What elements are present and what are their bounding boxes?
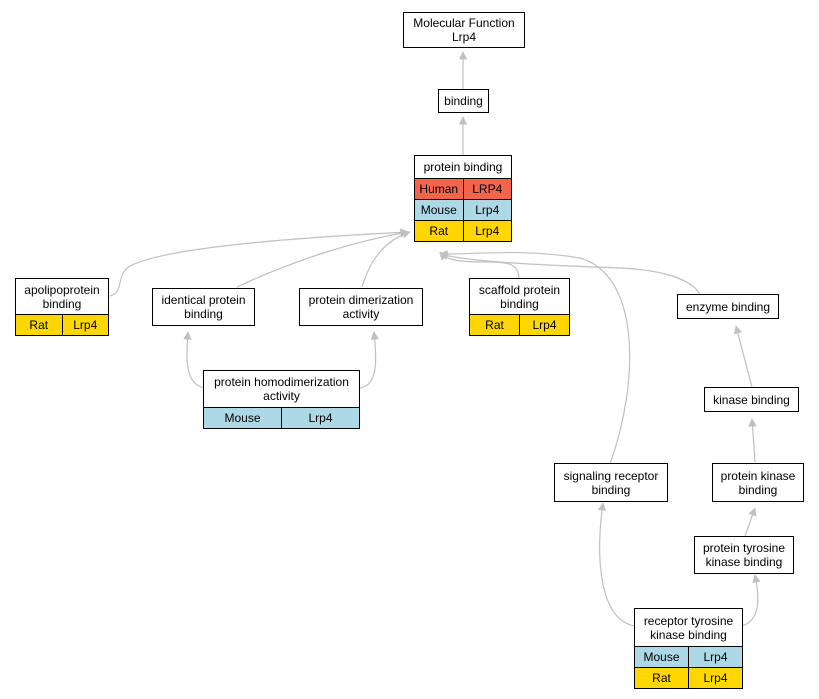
species-name: Mouse: [643, 650, 680, 664]
species-row-rat: Rat Lrp4: [635, 667, 742, 688]
edge-apolipoprotein-to-protein-binding: [109, 228, 409, 297]
edge-rtk-to-signaling: [597, 502, 636, 627]
gene-name: Lrp4: [61, 315, 109, 335]
node-label: binding: [444, 94, 483, 108]
node-protein-tyrosine-kinase-binding[interactable]: protein tyrosine kinase binding: [694, 536, 794, 574]
node-label: apolipoprotein binding: [24, 282, 100, 311]
species-name: Mouse: [224, 411, 261, 425]
node-label: protein tyrosine kinase binding: [702, 541, 786, 569]
node-signaling-receptor-binding[interactable]: signaling receptor binding: [554, 463, 668, 502]
species-name: Human: [419, 182, 459, 196]
node-apolipoprotein-binding[interactable]: apolipoprotein binding Rat Lrp4: [15, 278, 109, 336]
node-scaffold-protein-binding[interactable]: scaffold protein binding Rat Lrp4: [469, 278, 570, 336]
species-row-mouse: Mouse Lrp4: [635, 646, 742, 667]
node-label: Molecular Function Lrp4: [413, 16, 515, 44]
edge-homodimerization-to-identical: [183, 331, 206, 389]
gene-name: LRP4: [462, 179, 512, 199]
species-row-rat: Rat Lrp4: [16, 314, 108, 335]
node-receptor-tyrosine-kinase-binding[interactable]: receptor tyrosine kinase binding Mouse L…: [634, 608, 743, 689]
gene-name: Lrp4: [688, 668, 742, 688]
edge-identical-to-protein-binding: [236, 229, 409, 288]
node-label: protein dimerization activity: [308, 293, 414, 321]
node-label: protein kinase binding: [720, 468, 796, 497]
edge-protein-kinase-to-kinase: [748, 418, 757, 463]
node-kinase-binding[interactable]: kinase binding: [704, 387, 799, 412]
species-row-rat: Rat Lrp4: [415, 220, 511, 241]
node-label: protein binding: [423, 160, 503, 174]
edge-kinase-to-enzyme: [733, 325, 753, 388]
node-protein-kinase-binding[interactable]: protein kinase binding: [712, 463, 804, 502]
edge-dimerization-to-protein-binding: [361, 230, 411, 288]
node-binding[interactable]: binding: [438, 89, 489, 113]
species-row-rat: Rat Lrp4: [470, 314, 569, 335]
species-name: Rat: [652, 671, 671, 685]
gene-name: Lrp4: [462, 221, 512, 241]
edge-enzyme-to-protein-binding: [439, 251, 701, 295]
species-name: Rat: [29, 318, 49, 332]
species-row-mouse: Mouse Lrp4: [415, 199, 511, 220]
species-row-human: Human LRP4: [415, 178, 511, 199]
node-protein-homodimerization-activity[interactable]: protein homodimerization activity Mouse …: [203, 370, 360, 429]
node-label: kinase binding: [713, 392, 790, 407]
edge-ptk-to-protein-kinase: [744, 507, 757, 537]
node-enzyme-binding[interactable]: enzyme binding: [677, 294, 779, 319]
node-molecular-function[interactable]: Molecular Function Lrp4: [403, 12, 525, 48]
edge-signaling-to-protein-binding: [439, 250, 631, 465]
edge-scaffold-to-protein-binding: [439, 251, 520, 280]
node-label: identical protein binding: [161, 293, 246, 321]
node-label: signaling receptor binding: [563, 468, 659, 497]
gene-name: Lrp4: [281, 408, 359, 428]
gene-name: Lrp4: [519, 315, 569, 335]
node-protein-binding[interactable]: protein binding Human LRP4 Mouse Lrp4 Ra…: [414, 155, 512, 242]
species-name: Mouse: [420, 203, 457, 217]
species-row-mouse: Mouse Lrp4: [204, 407, 359, 428]
edge-rtk-to-ptk: [741, 574, 761, 627]
gene-name: Lrp4: [688, 647, 742, 667]
species-name: Rat: [485, 318, 504, 332]
node-label: protein homodimerization activity: [214, 375, 349, 403]
node-label: receptor tyrosine kinase binding: [643, 613, 734, 642]
node-protein-dimerization-activity[interactable]: protein dimerization activity: [299, 288, 423, 326]
node-label: scaffold protein binding: [478, 282, 561, 311]
edge-homodimerization-to-dimerization: [359, 331, 379, 389]
gene-name: Lrp4: [462, 200, 512, 220]
node-identical-protein-binding[interactable]: identical protein binding: [152, 288, 255, 326]
node-label: enzyme binding: [685, 299, 771, 314]
species-name: Rat: [429, 224, 449, 238]
